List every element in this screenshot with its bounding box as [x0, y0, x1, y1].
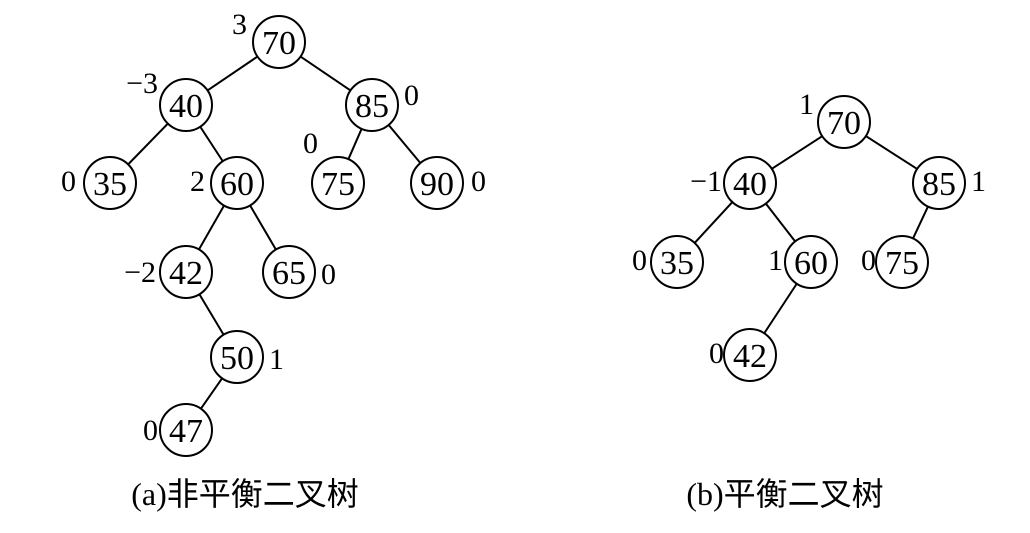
tree-a-node-47: 47 0: [143, 403, 213, 457]
node-circle: [210, 156, 264, 210]
tree-a-node-50: 50 1: [210, 330, 284, 384]
node-value: 70: [262, 25, 296, 62]
balance-factor: −3: [126, 67, 158, 100]
balance-factor: 1: [971, 165, 986, 198]
tree-b-caption: (b)平衡二叉树: [686, 476, 883, 512]
node-circle: [311, 156, 365, 210]
tree-a-node-65: 65 0: [262, 245, 336, 299]
tree-a-node-85: 85 0: [345, 78, 419, 132]
node-value: 40: [169, 88, 203, 125]
node-circle: [912, 156, 966, 210]
node-value: 90: [420, 166, 454, 203]
tree-b-node-75: 75 0: [861, 235, 929, 289]
tree-a-edges: [127, 55, 422, 410]
node-circle: [159, 245, 213, 299]
node-value: 75: [321, 166, 355, 203]
tree-a-caption: (a)非平衡二叉树: [131, 476, 359, 512]
tree-a-edge-40-35: [127, 122, 169, 166]
node-circle: [252, 15, 306, 69]
tree-a-edge-70-85: [299, 55, 352, 92]
node-circle: [723, 328, 777, 382]
node-circle: [262, 245, 316, 299]
tree-a-edge-60-65: [249, 204, 277, 251]
node-circle: [159, 78, 213, 132]
tree-a-edge-85-90: [387, 124, 422, 164]
balance-factor: 0: [61, 165, 76, 198]
tree-a-node-60: 60 2: [190, 156, 264, 210]
tree-b-edge-70-85: [865, 135, 918, 170]
node-value: 75: [885, 245, 919, 282]
balance-factor: 0: [861, 244, 876, 277]
tree-b-node-35: 35 0: [632, 235, 704, 289]
node-value: 47: [169, 413, 203, 450]
tree-b-nodes: 70 1 40 −1 85 1 35 0 60 1 75 0 42 0: [632, 88, 986, 382]
balance-factor: 0: [303, 127, 318, 160]
balance-factor: 0: [471, 165, 486, 198]
balance-factor: −1: [690, 165, 722, 198]
tree-b-balanced: 70 1 40 −1 85 1 35 0 60 1 75 0 42 0 (b)平衡二叉树: [632, 88, 986, 512]
node-value: 60: [220, 166, 254, 203]
balance-factor: 1: [799, 88, 814, 121]
node-circle: [210, 330, 264, 384]
node-value: 40: [733, 166, 767, 203]
tree-b-node-40: 40 −1: [690, 156, 777, 210]
node-circle: [650, 235, 704, 289]
balance-factor: 0: [404, 79, 419, 112]
tree-a-node-75: 750: [303, 127, 365, 210]
balance-factor: 1: [768, 244, 783, 277]
tree-b-edges: [693, 135, 929, 334]
node-circle: [817, 95, 871, 149]
tree-b-node-70: 70 1: [799, 88, 871, 149]
tree-a-node-70: 70 3: [232, 8, 306, 69]
balance-factor: 0: [632, 244, 647, 277]
node-value: 35: [93, 166, 127, 203]
tree-a-node-35: 35 0: [61, 156, 137, 210]
tree-a-edge-85-75: [347, 128, 363, 160]
node-value: 42: [733, 338, 767, 375]
node-value: 35: [660, 245, 694, 282]
node-value: 50: [220, 340, 254, 377]
tree-b-node-60: 60 1: [768, 235, 838, 289]
node-circle: [410, 156, 464, 210]
node-circle: [784, 235, 838, 289]
node-value: 85: [355, 88, 389, 125]
balance-factor: 2: [190, 165, 205, 198]
node-circle: [83, 156, 137, 210]
tree-b-node-85: 85 1: [912, 156, 986, 210]
node-circle: [723, 156, 777, 210]
tree-b-edge-85-75: [912, 206, 929, 239]
node-circle: [875, 235, 929, 289]
balance-factor: 1: [269, 343, 284, 376]
balance-factor: −2: [124, 256, 156, 289]
tree-b-node-42: 42 0: [709, 328, 777, 382]
tree-a-node-40: 40 −3: [126, 67, 213, 132]
tree-a-edge-70-40: [206, 55, 259, 92]
node-value: 60: [794, 245, 828, 282]
tree-a-edge-42-50: [198, 293, 225, 336]
node-circle: [159, 403, 213, 457]
balance-factor: 0: [143, 414, 158, 447]
tree-b-edge-40-60: [765, 202, 796, 243]
tree-b-edge-40-35: [693, 201, 734, 244]
node-value: 85: [922, 166, 956, 203]
tree-b-edge-70-40: [771, 135, 823, 170]
node-value: 65: [272, 255, 306, 292]
tree-b-edge-60-42: [763, 283, 798, 334]
tree-a-edge-60-42: [198, 205, 225, 250]
balance-factor: 3: [232, 8, 247, 41]
node-value: 42: [169, 255, 203, 292]
node-value: 70: [827, 105, 861, 142]
node-circle: [345, 78, 399, 132]
tree-a-node-42: 42 −2: [124, 245, 213, 299]
balance-factor: 0: [321, 258, 336, 291]
balance-factor: 0: [709, 337, 724, 370]
tree-a-edge-40-60: [199, 126, 224, 162]
tree-a-edge-50-47: [200, 377, 223, 410]
tree-a-node-90: 90 0: [410, 156, 486, 210]
